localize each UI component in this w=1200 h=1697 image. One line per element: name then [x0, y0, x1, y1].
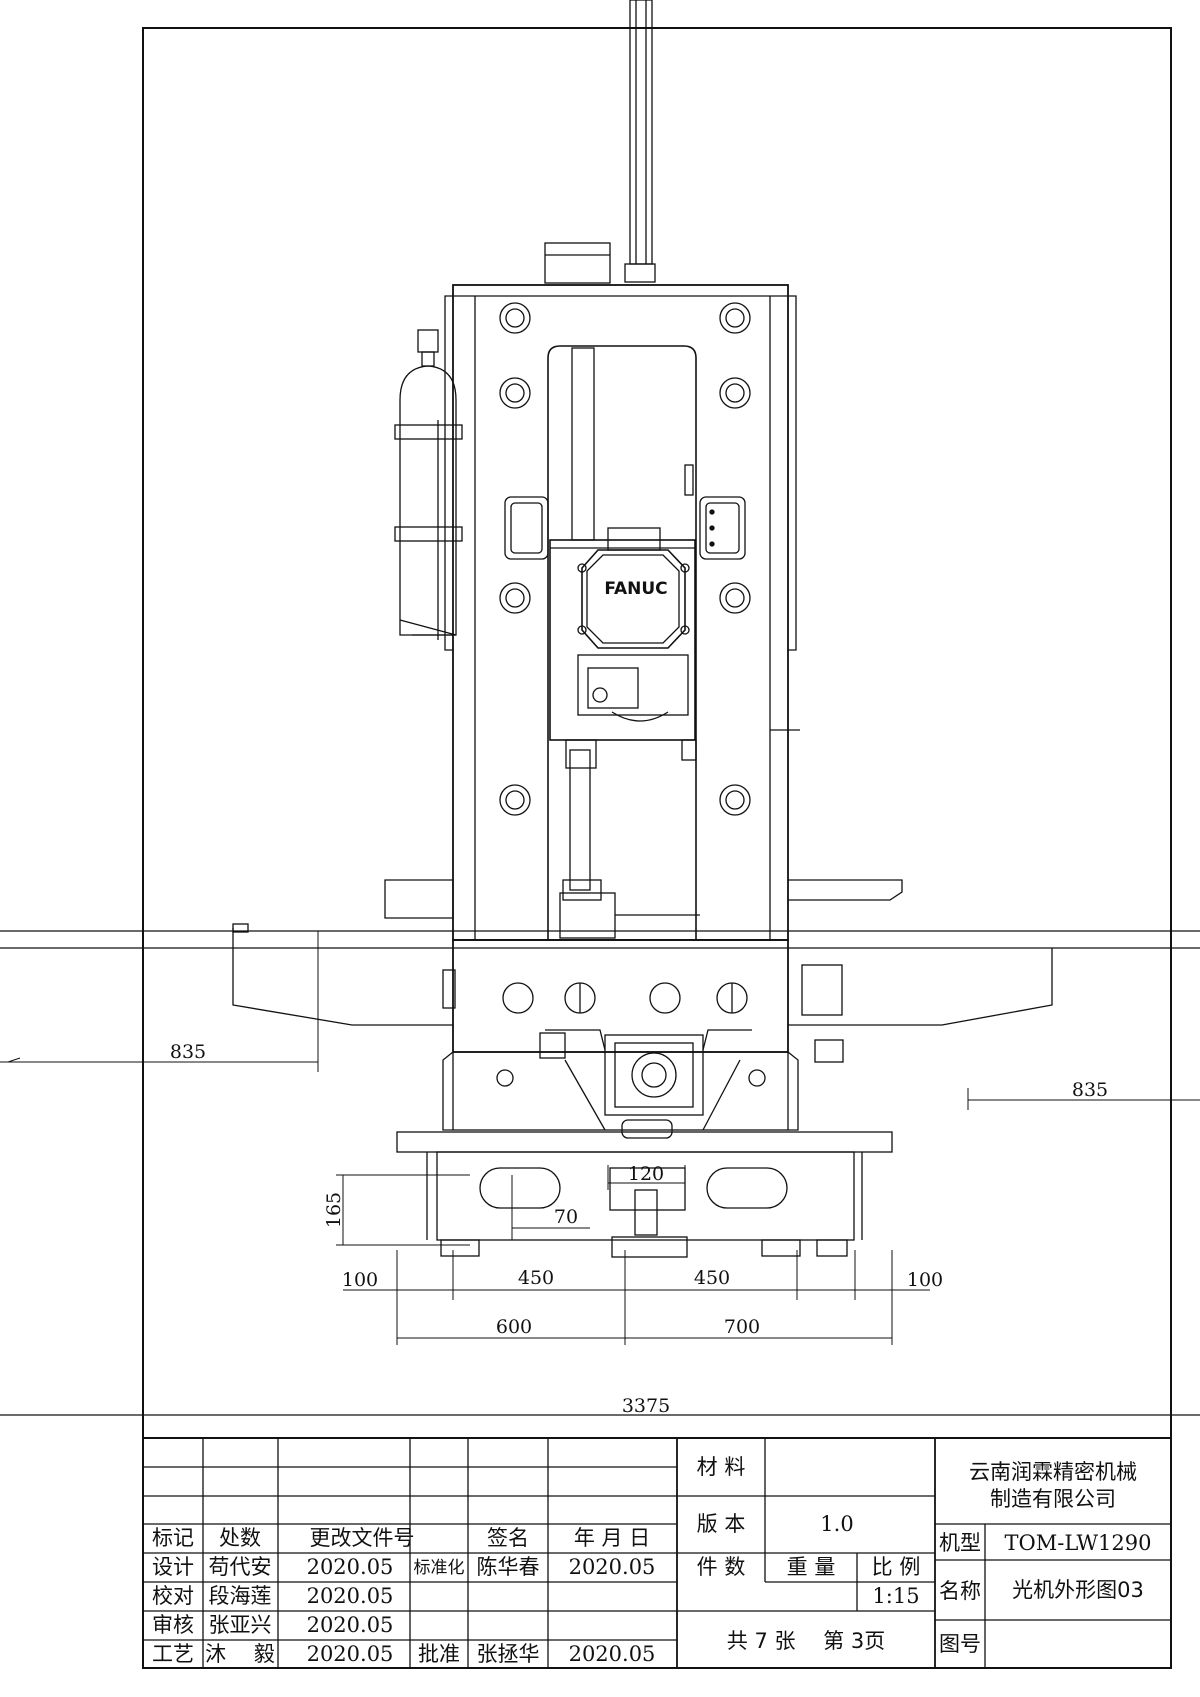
tb-header-date: 年 月 日 [574, 1526, 650, 1550]
dim-right-835: 835 [1072, 1079, 1108, 1101]
tb-row2-role: 校对 [152, 1584, 194, 1608]
dim-left-450: 450 [518, 1267, 554, 1289]
tb-company-line1: 云南润霖精密机械 [969, 1460, 1137, 1484]
tb-scale-value: 1:15 [872, 1584, 919, 1608]
tb-row1-date: 2020.05 [307, 1555, 394, 1579]
tb-version-label: 版 本 [697, 1512, 746, 1536]
tb-row1-name2: 陈华春 [477, 1555, 540, 1579]
dim-right-450: 450 [694, 1267, 730, 1289]
tb-row1-role2: 标准化 [414, 1558, 465, 1578]
column-holes [499, 302, 751, 816]
tb-row4-name2: 张拯华 [477, 1642, 540, 1666]
tb-row4-role: 工艺 [152, 1642, 194, 1666]
gas-cylinder [394, 329, 463, 640]
tb-row1-date2: 2020.05 [569, 1555, 656, 1579]
tb-sheets: 共 7 张 第 3页 [727, 1629, 885, 1653]
dim-left-835: 835 [170, 1041, 206, 1063]
tb-header-count: 处数 [219, 1526, 261, 1550]
tb-header-change-doc: 更改文件号 [310, 1526, 415, 1550]
dim-overall-3375: 3375 [622, 1395, 670, 1417]
tb-version-value: 1.0 [820, 1512, 853, 1536]
dim-slot-offset: 70 [554, 1206, 578, 1228]
title-block [142, 1437, 1172, 1669]
tb-row4-role2: 批准 [418, 1642, 460, 1666]
machine-base [232, 923, 1053, 1131]
spindle-head [549, 527, 697, 769]
tb-row3-date: 2020.05 [307, 1613, 394, 1637]
dim-left-100: 100 [342, 1269, 378, 1291]
dim-right-100: 100 [907, 1269, 943, 1291]
tb-name-value: 光机外形图03 [1012, 1578, 1144, 1602]
dimension-lines [0, 931, 1200, 1345]
tb-name-label: 名称 [939, 1579, 981, 1603]
tb-row3-name: 张亚兴 [209, 1613, 272, 1637]
guide-pads [504, 464, 746, 560]
tb-scale-label: 比 例 [872, 1555, 921, 1579]
foundation [396, 1119, 893, 1258]
tb-row4-date: 2020.05 [307, 1642, 394, 1666]
top-rods [544, 0, 656, 284]
floor-reference-lines [0, 930, 1200, 1416]
dim-600: 600 [496, 1316, 532, 1338]
tb-header-signature: 签名 [487, 1526, 529, 1550]
tb-model-value: TOM-LW1290 [1005, 1531, 1152, 1555]
brand-label: FANUC [604, 579, 667, 599]
tb-row2-date: 2020.05 [307, 1584, 394, 1608]
tb-row2-name: 段海莲 [209, 1584, 272, 1608]
tb-row4-name: 沐 毅 [205, 1642, 275, 1666]
dim-slot-height: 165 [323, 1192, 345, 1228]
dim-700: 700 [724, 1316, 760, 1338]
machine-column [444, 284, 800, 941]
tb-pieces-label: 件 数 [697, 1555, 746, 1579]
tb-material-label: 材 料 [697, 1455, 746, 1479]
tb-company-line2: 制造有限公司 [990, 1487, 1116, 1511]
tb-row4-date2: 2020.05 [569, 1642, 656, 1666]
drawing-frame [142, 27, 1172, 1669]
worktable-upper [384, 879, 903, 939]
tb-row1-role: 设计 [152, 1555, 194, 1579]
tb-model-label: 机型 [939, 1531, 981, 1555]
tb-row1-name: 苟代安 [209, 1555, 272, 1579]
tb-drawing-no-label: 图号 [939, 1632, 981, 1656]
tb-header-mark: 标记 [152, 1526, 194, 1550]
tb-weight-label: 重 量 [787, 1555, 836, 1579]
tb-row3-role: 审核 [152, 1613, 194, 1637]
dim-slot-width: 120 [628, 1163, 664, 1185]
